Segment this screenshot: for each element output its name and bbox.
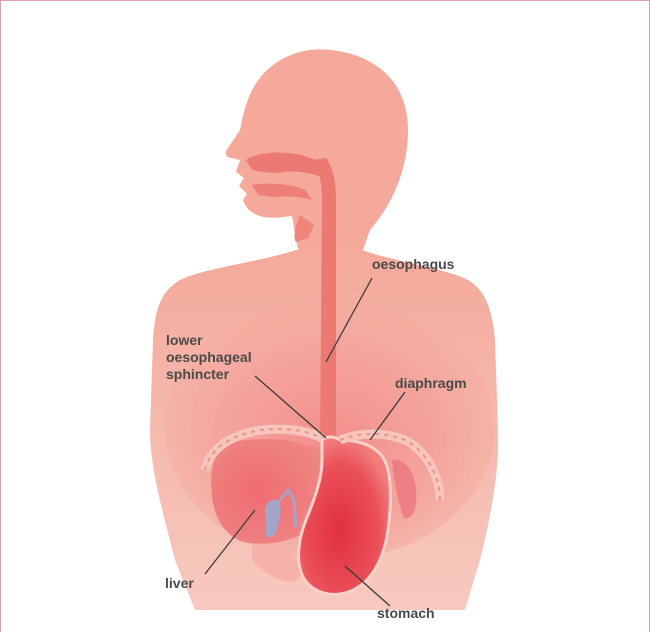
label-sphincter-line-1: lower: [166, 332, 252, 349]
label-sphincter-line-2: oesophageal: [166, 349, 252, 366]
label-sphincter-line-3: sphincter: [166, 366, 252, 383]
head-silhouette: [226, 49, 408, 258]
label-stomach: stomach: [377, 605, 435, 622]
label-diaphragm: diaphragm: [395, 375, 467, 392]
label-liver: liver: [165, 575, 194, 592]
label-lower-oesophageal-sphincter: lower oesophageal sphincter: [166, 332, 252, 383]
label-oesophagus: oesophagus: [372, 256, 454, 273]
